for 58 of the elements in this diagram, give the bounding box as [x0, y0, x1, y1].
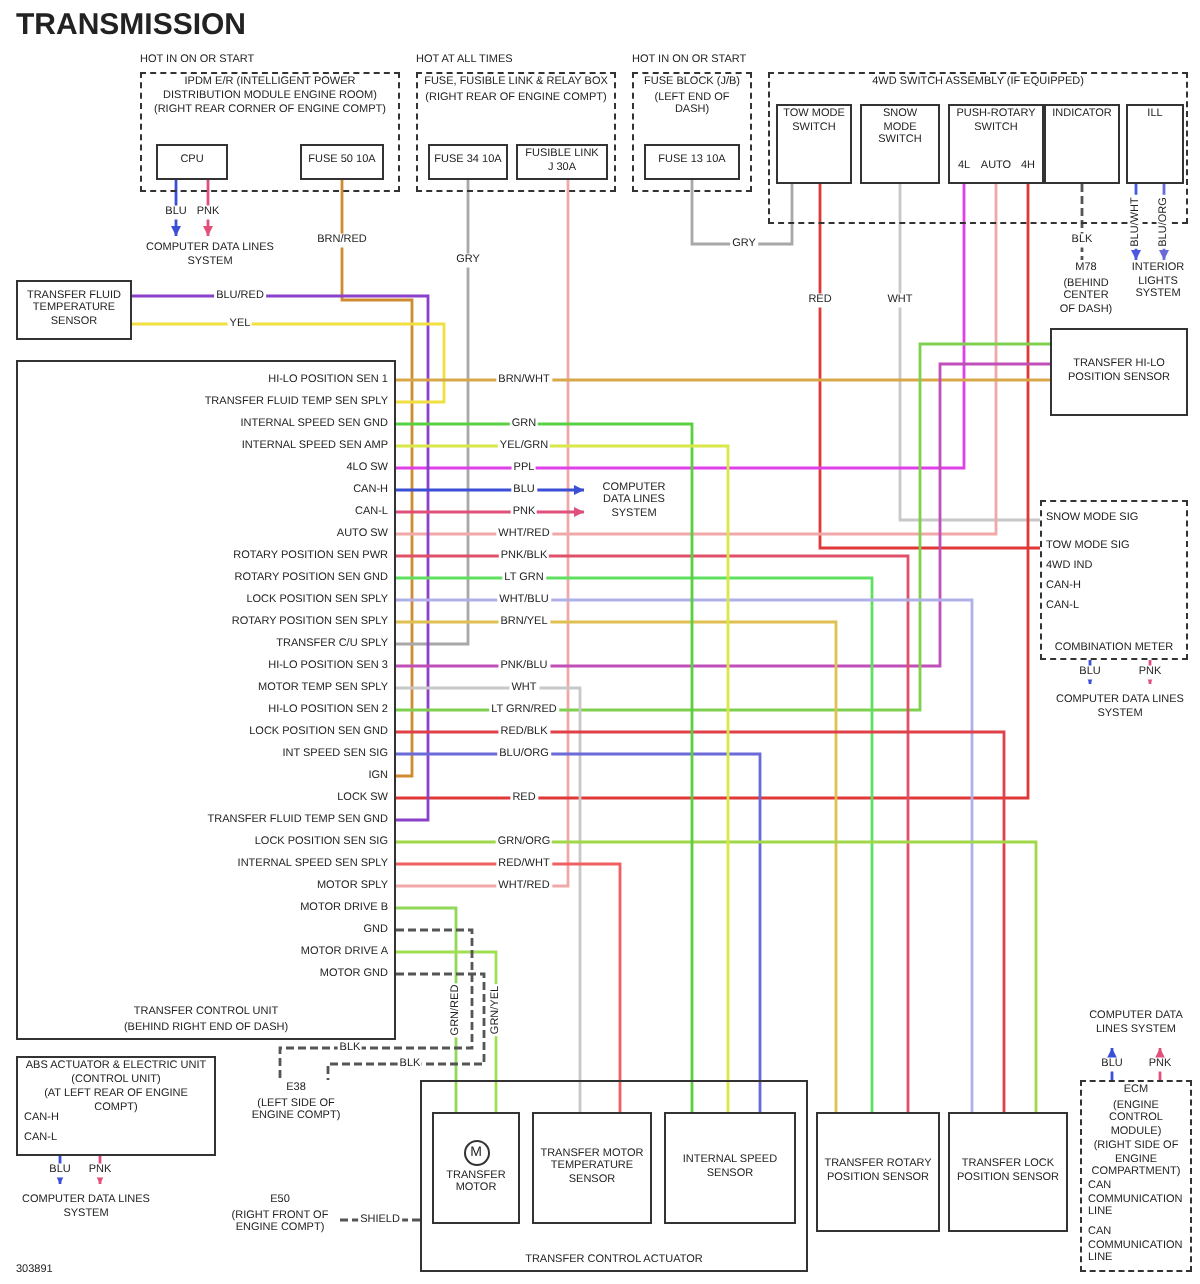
wire [132, 294, 430, 822]
wire [690, 180, 794, 246]
wire [396, 342, 1050, 712]
control-module-box [1080, 1080, 1192, 1272]
switch [776, 104, 852, 184]
wire-arrow [1107, 1048, 1117, 1080]
control-unit-box [16, 360, 396, 1040]
sensor-box [16, 280, 132, 340]
wire [396, 184, 966, 470]
wire [818, 184, 1040, 550]
wire [396, 598, 974, 1112]
wire [396, 752, 762, 1112]
wire-arrow [1155, 1048, 1165, 1080]
sensor-box [1050, 328, 1188, 416]
wire [278, 928, 474, 1080]
wire [396, 840, 1038, 1112]
control-unit-box [16, 1056, 216, 1156]
wire [396, 362, 1050, 668]
wire [396, 862, 622, 1112]
meter-box [1040, 500, 1188, 660]
wire [396, 620, 838, 1112]
wire [396, 686, 582, 1112]
wire [396, 184, 1030, 800]
sensor-box [532, 1112, 652, 1224]
sensor-box [948, 1112, 1068, 1232]
wire [132, 322, 446, 404]
wire-arrow [1085, 660, 1095, 684]
actuator-box [420, 1080, 808, 1272]
cpu-box [156, 144, 228, 180]
fuse-block [632, 72, 752, 192]
sensor-box [664, 1112, 796, 1224]
wire-arrow [203, 180, 213, 236]
wire [340, 180, 414, 778]
wire [326, 972, 486, 1080]
indicator-lamp [1044, 104, 1120, 184]
switch [860, 104, 940, 184]
fuse [428, 144, 508, 180]
wire [1080, 184, 1084, 260]
illumination-lamp [1126, 104, 1184, 184]
wire-arrow [171, 180, 181, 236]
wire [898, 184, 1040, 522]
wire-arrow [396, 507, 584, 517]
fusible-link [516, 144, 608, 180]
wire [396, 184, 998, 536]
wire [396, 180, 470, 646]
wire [396, 730, 1006, 1112]
wire [396, 378, 1050, 382]
wire [396, 180, 570, 888]
fuse-box [416, 72, 616, 192]
module-box [140, 72, 400, 192]
diagram-title: TRANSMISSION [16, 8, 247, 42]
sensor-box [816, 1112, 940, 1232]
fuse [644, 144, 740, 180]
wire-arrow [396, 485, 584, 495]
motor [432, 1112, 520, 1224]
rotary-switch [948, 104, 1044, 184]
fuse [300, 144, 384, 180]
wire-arrow [55, 1156, 65, 1184]
